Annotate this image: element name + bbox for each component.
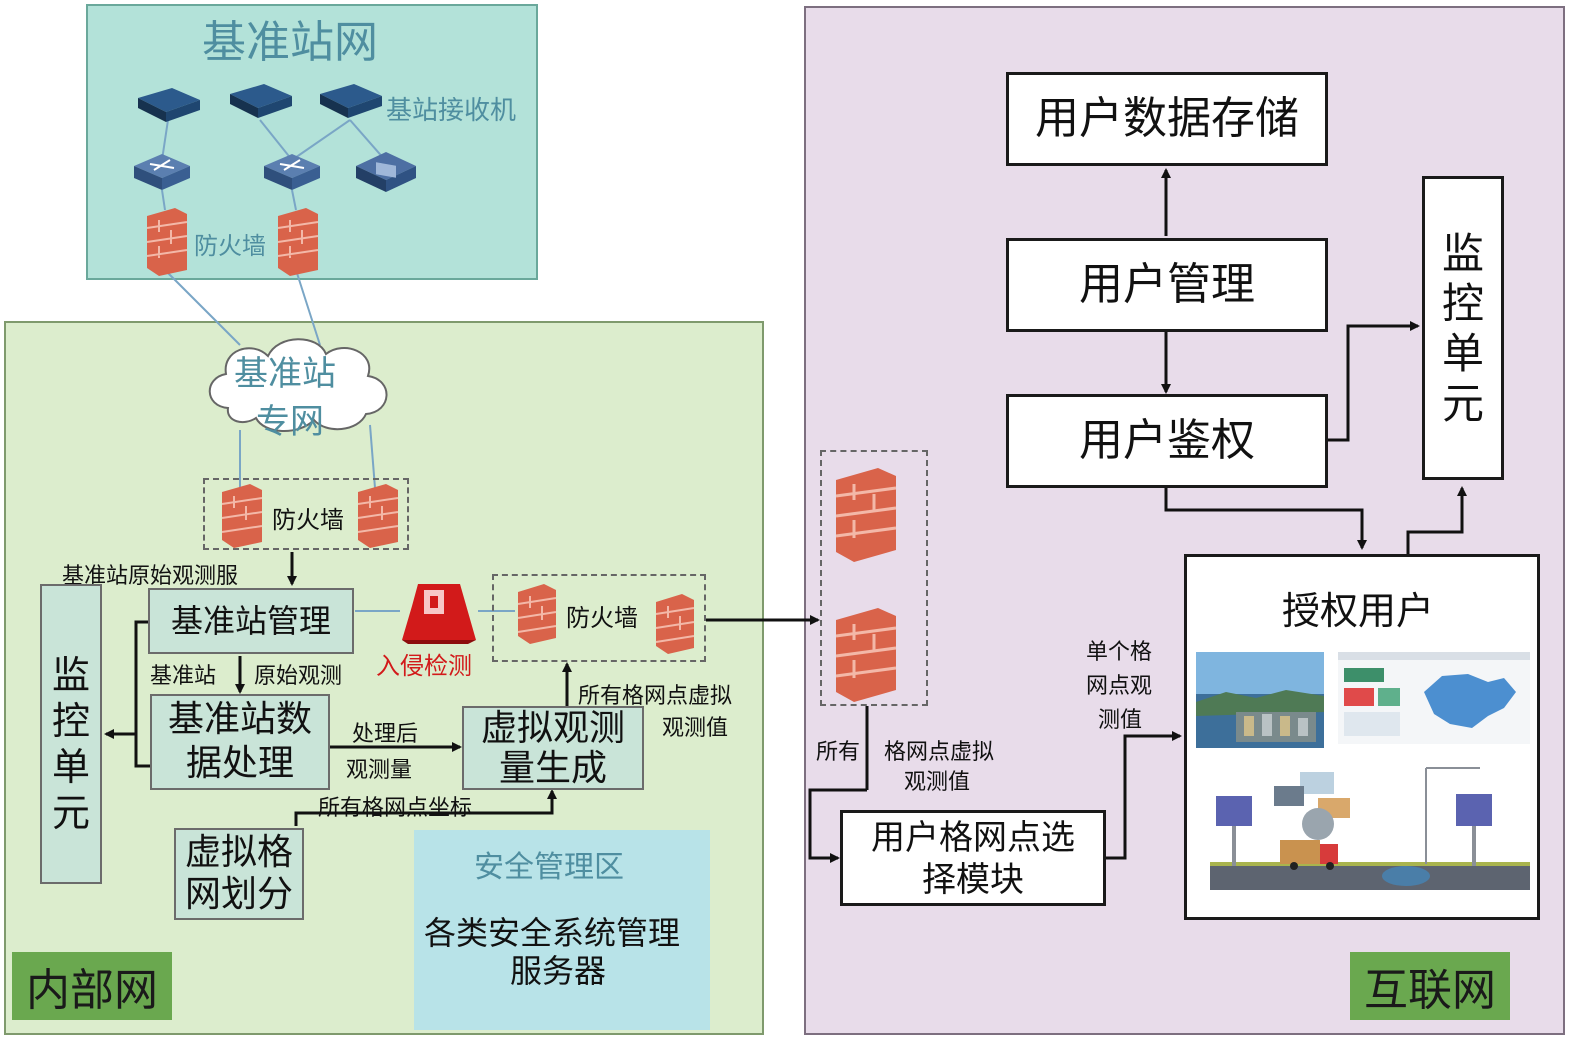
all-grid-label: 格网点虚拟	[884, 740, 995, 765]
station-management-box: 基准站管理	[148, 588, 354, 654]
dashboard-map-image	[1338, 652, 1530, 744]
firewall-icon	[221, 484, 263, 548]
arrow-auth-to-users	[1164, 488, 1367, 550]
firewall-icon	[146, 208, 188, 276]
firewall-icon	[517, 584, 557, 644]
firewall-group	[820, 450, 928, 706]
internal-network-label: 内部网	[12, 952, 172, 1020]
cloud-label: 基准站	[234, 354, 336, 394]
all-virtual-label: 所有格网点虚拟	[578, 684, 733, 709]
box-line: 择模块	[922, 860, 1024, 900]
monitor-unit-box: 监控单元	[40, 584, 102, 884]
firewall-icon	[277, 208, 319, 276]
firewall-label: 防火墙	[272, 506, 344, 534]
arrow-grid-to-virtual	[294, 789, 557, 826]
all-grid-label: 所有	[816, 740, 861, 765]
server-icon	[356, 152, 416, 192]
bracket-mgmt-processing	[134, 620, 150, 768]
receiver-icon	[320, 84, 382, 118]
box-line: 基准站数	[167, 699, 312, 740]
box-line: 量生成	[498, 748, 607, 789]
all-virtual-label: 观测值	[662, 716, 729, 741]
all-coordinates-label: 所有格网点坐标	[318, 796, 473, 821]
arrow-auth-to-monitor	[1327, 321, 1420, 442]
city-photo-image	[1196, 652, 1324, 748]
firewall-icon	[655, 594, 695, 654]
intrusion-detection-label: 入侵检测	[376, 652, 472, 680]
firewall-icon	[357, 484, 399, 548]
box-line: 网划分	[184, 874, 293, 915]
firewall-group	[492, 574, 706, 662]
user-data-storage-box: 用户数据存储	[1006, 72, 1328, 166]
switch-icon	[264, 154, 320, 190]
firewall-group	[203, 478, 409, 550]
single-grid-label: 网点观	[1086, 674, 1153, 699]
firewall-icon	[835, 468, 897, 562]
user-management-box: 用户管理	[1006, 238, 1328, 332]
raw-obs-label: 原始观测	[254, 664, 343, 689]
security-management-zone	[414, 830, 710, 1030]
virtual-observation-generation-box: 虚拟观测 量生成	[462, 706, 644, 790]
box-line: 据处理	[185, 743, 294, 784]
all-grid-label: 观测值	[904, 770, 971, 795]
receiver-icon	[138, 88, 200, 122]
user-authentication-box: 用户鉴权	[1006, 394, 1328, 488]
station-data-processing-box: 基准站数 据处理	[150, 694, 330, 790]
box-line: 虚拟观测	[480, 708, 625, 749]
security-zone-text: 各类安全系统管理	[424, 914, 681, 952]
arrow-users-to-monitor	[1406, 486, 1467, 554]
security-zone-title: 安全管理区	[474, 850, 624, 885]
raw-obs-label: 基准站	[150, 664, 217, 689]
internet-label: 互联网	[1350, 952, 1510, 1020]
cloud-icon	[208, 338, 388, 433]
processed-label: 观测量	[346, 758, 413, 783]
box-line: 用户格网点选	[871, 818, 1075, 858]
cloud-label: 专网	[256, 402, 324, 442]
arrow-to-grid-select	[808, 788, 867, 863]
intrusion-detection-icon	[402, 584, 476, 644]
firewall-icon	[835, 608, 897, 702]
single-grid-label: 测值	[1098, 708, 1143, 733]
receiver-label: 基站接收机	[386, 96, 517, 126]
receiver-icon	[230, 84, 292, 118]
road-scene-image	[1210, 762, 1530, 898]
firewall-label: 防火墙	[194, 232, 266, 260]
single-grid-label: 单个格	[1086, 640, 1153, 665]
base-station-network-title: 基准站网	[202, 17, 378, 68]
monitor-unit-box: 监控单元	[1422, 176, 1504, 480]
processed-label: 处理后	[352, 722, 419, 747]
firewall-label: 防火墙	[566, 604, 638, 632]
virtual-grid-division-box: 虚拟格 网划分	[174, 828, 304, 920]
authorized-users-title: 授权用户	[1282, 589, 1435, 633]
box-line: 虚拟格	[184, 832, 293, 873]
arrow-grid-select-to-users	[1105, 731, 1182, 860]
security-zone-text: 服务器	[510, 952, 607, 990]
switch-icon	[134, 154, 190, 190]
grid-point-selection-module: 用户格网点选 择模块	[840, 810, 1106, 906]
